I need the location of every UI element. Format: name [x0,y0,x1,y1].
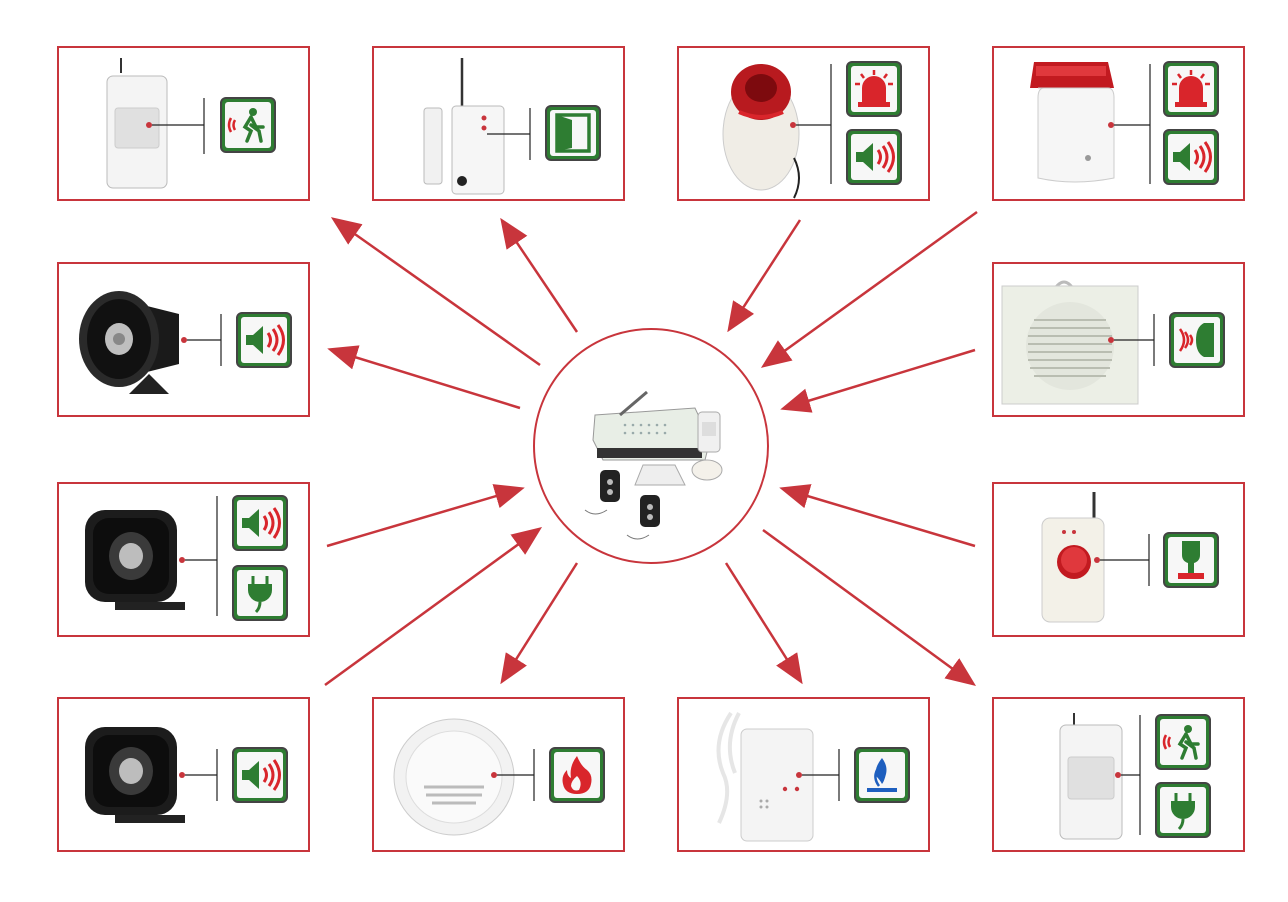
arrow-from-siren-box [760,210,978,368]
speaker-icon [1163,129,1219,185]
gas-flame-icon [854,747,910,803]
box-siren-image [1030,62,1115,183]
square-horn-image [85,727,185,823]
arrow-from-siren-round [727,219,802,333]
arrow-from-wired-horn [326,484,525,548]
wall-speaker-icon [1169,312,1225,368]
device-horn-siren-small [57,697,310,852]
smoke-detector-image [393,718,515,836]
arrow-to-gas [724,562,803,685]
speaker-icon [232,747,288,803]
device-gas-detector [677,697,930,852]
horn-siren-image [79,291,187,394]
pir-detector-image [1059,713,1123,840]
speaker-icon [236,312,292,368]
strobe-light-icon [1163,61,1219,117]
device-horn-siren [57,262,310,417]
square-horn-image [85,510,185,610]
arrow-to-smoke [500,562,579,685]
alarm-kit-image [584,390,723,540]
motion-icon [220,97,276,153]
speaker-icon [232,495,288,551]
round-siren-image [722,64,800,199]
panic-press-icon [1163,532,1219,588]
motion-icon [1155,714,1211,770]
arrow-to-panic [779,484,976,548]
device-indoor-speaker [992,262,1245,417]
fire-icon [549,747,605,803]
door-sensor-image [423,58,505,195]
speaker-icon [846,129,902,185]
device-wired-pir-detector [992,697,1245,852]
device-panic-button [992,482,1245,637]
arrow-from-horn-small [324,527,543,687]
strobe-light-icon [846,61,902,117]
arrow-to-horn [327,345,521,410]
device-smoke-detector [372,697,625,852]
pir-detector-image [106,58,168,189]
power-plug-icon [232,565,288,621]
door-icon [545,105,601,161]
control-panel-hub [533,328,769,564]
arrow-to-pir [330,217,541,367]
device-wired-horn-siren [57,482,310,637]
power-plug-icon [1155,782,1211,838]
panic-button-image [1041,492,1105,623]
arrow-to-door [500,217,579,333]
device-pir-motion-detector [57,46,310,201]
device-door-contact-sensor [372,46,625,201]
device-strobe-siren-box [992,46,1245,201]
arrow-from-speaker [780,348,976,413]
device-strobe-siren-round [677,46,930,201]
indoor-speaker-image [1001,280,1139,405]
gas-detector-image [716,711,814,842]
arrow-to-wired-pir [762,528,977,686]
